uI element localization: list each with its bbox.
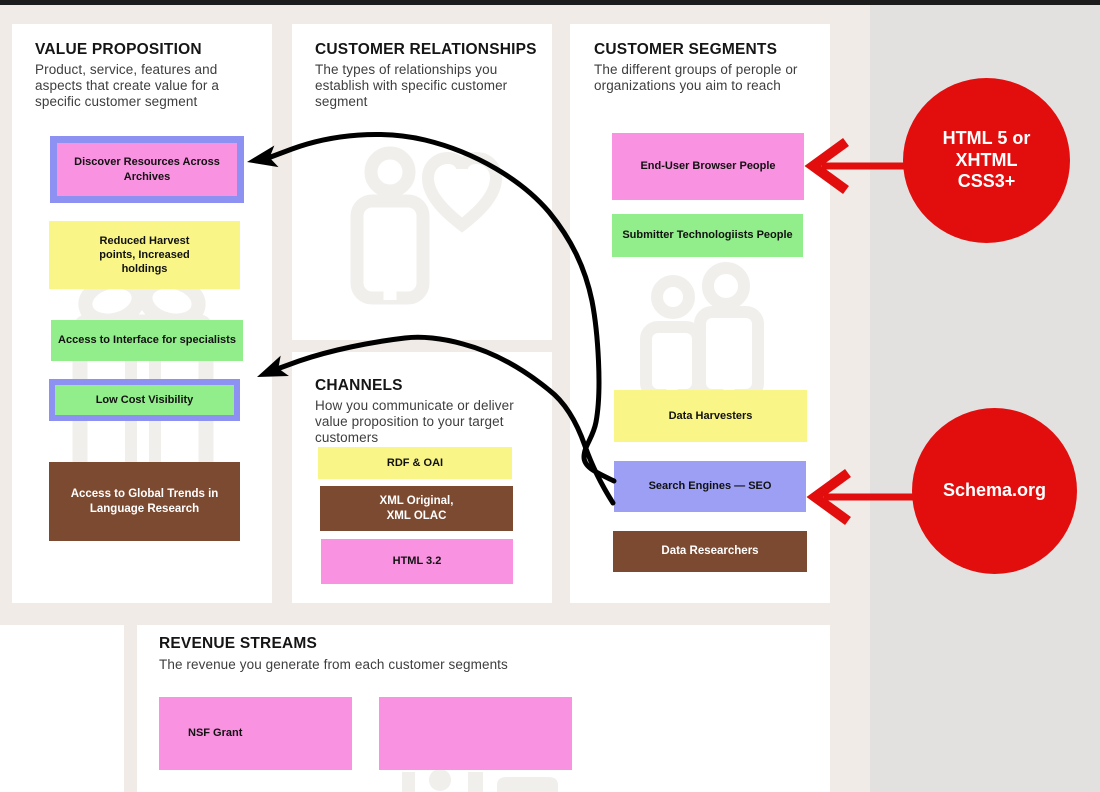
note-access-interface[interactable]: Access to Interface for specialists bbox=[51, 320, 243, 361]
customer-segments-subtitle: The different groups of perople or organ… bbox=[594, 62, 798, 93]
revenue-streams-title: REVENUE STREAMS bbox=[159, 635, 318, 652]
channels-subtitle: How you communicate or deliver value pro… bbox=[315, 398, 514, 445]
note-discover-resources[interactable]: Discover Resources Across Archives bbox=[50, 136, 244, 203]
note-low-cost-visibility[interactable]: Low Cost Visibility bbox=[49, 379, 240, 421]
callout-html5-xhtml-css3[interactable]: HTML 5 or XHTML CSS3+ bbox=[903, 78, 1070, 243]
note-nsf-grant[interactable]: NSF Grant bbox=[159, 697, 352, 770]
note-end-user-browser-people[interactable]: End-User Browser People bbox=[612, 133, 804, 200]
note-html-32[interactable]: HTML 3.2 bbox=[321, 539, 513, 584]
note-xml-original-olac[interactable]: XML Original, XML OLAC bbox=[320, 486, 513, 531]
customer-relationships-title: CUSTOMER RELATIONSHIPS bbox=[315, 41, 537, 58]
value-proposition-subtitle: Product, service, features and aspects t… bbox=[35, 62, 219, 109]
note-global-trends[interactable]: Access to Global Trends in Language Rese… bbox=[49, 462, 240, 541]
note-revenue-blank[interactable] bbox=[379, 697, 572, 770]
note-data-researchers[interactable]: Data Researchers bbox=[613, 531, 807, 572]
customer-segments-title: CUSTOMER SEGMENTS bbox=[594, 41, 778, 58]
note-search-engines-seo[interactable]: Search Engines — SEO bbox=[614, 461, 806, 512]
note-rdf-oai[interactable]: RDF & OAI bbox=[318, 447, 512, 479]
value-proposition-title: VALUE PROPOSITION bbox=[35, 41, 202, 58]
revenue-streams-subtitle: The revenue you generate from each custo… bbox=[159, 657, 508, 672]
panel-customer-segments bbox=[570, 24, 830, 603]
note-submitter-technologists[interactable]: Submitter Technologiists People bbox=[612, 214, 803, 257]
top-black-bar bbox=[0, 0, 1100, 5]
channels-title: CHANNELS bbox=[315, 377, 403, 394]
customer-relationships-subtitle: The types of relationships you establish… bbox=[315, 62, 508, 109]
callout-schema-org[interactable]: Schema.org bbox=[912, 408, 1077, 574]
panel-bottom-left-stub bbox=[0, 625, 124, 792]
note-reduced-harvest[interactable]: Reduced Harvest points, Increased holdin… bbox=[49, 221, 240, 289]
note-data-harvesters[interactable]: Data Harvesters bbox=[614, 390, 807, 442]
